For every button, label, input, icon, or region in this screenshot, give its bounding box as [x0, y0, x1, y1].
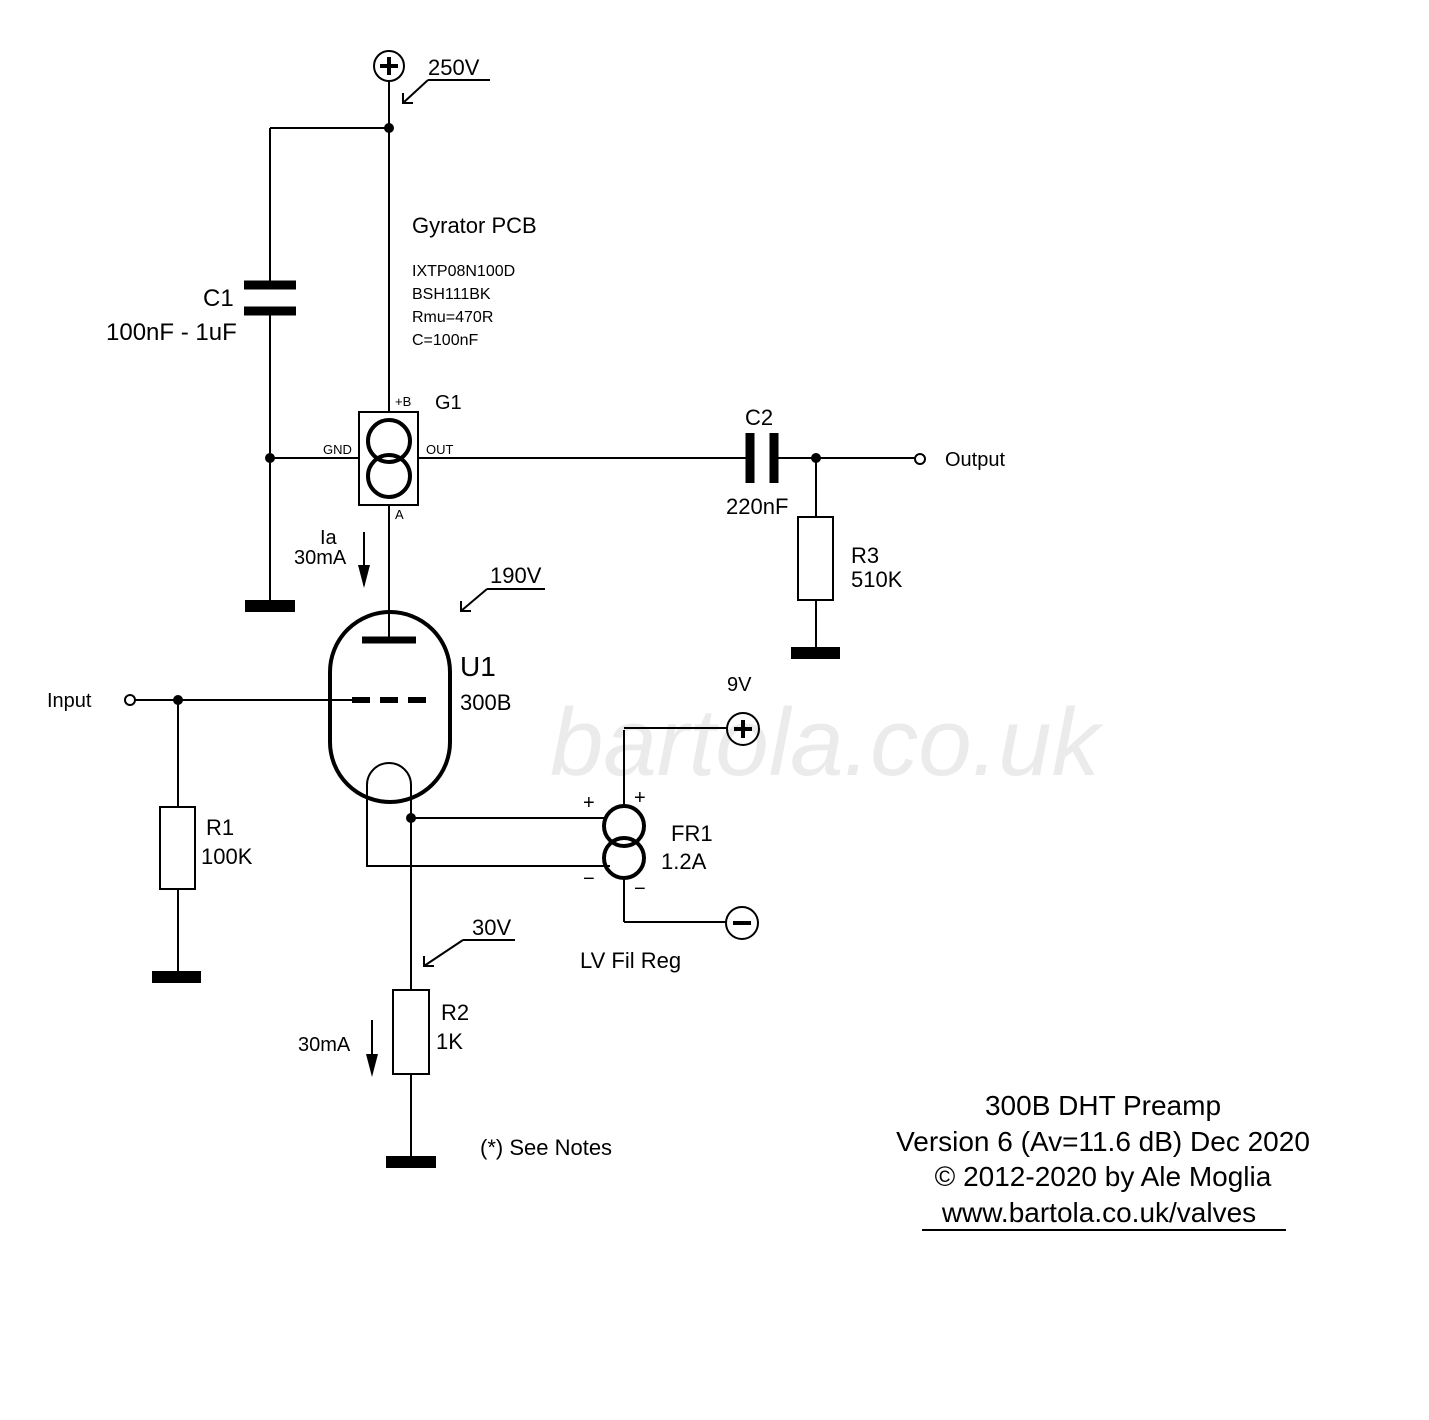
u1-value: 300B — [460, 690, 511, 715]
r2-ref: R2 — [441, 1000, 469, 1025]
fr1-value: 1.2A — [661, 849, 707, 874]
bplus-terminal — [373, 50, 405, 82]
anode-voltage-label: 190V — [490, 563, 542, 588]
credits-title: 300B DHT Preamp — [985, 1090, 1221, 1121]
fr1-regulator — [602, 804, 646, 880]
gyrator-part-4: C=100nF — [412, 332, 478, 349]
filament-voltage-label: 9V — [727, 674, 752, 696]
gyrator-part-3: Rmu=470R — [412, 309, 493, 326]
r3-ref: R3 — [851, 543, 879, 568]
anode-current-arrow — [358, 532, 370, 588]
output-terminal — [914, 453, 926, 465]
input-terminal — [124, 694, 136, 706]
g1-pin-bplus: +B — [395, 394, 411, 409]
gyrator-title: Gyrator PCB — [412, 213, 537, 238]
valve-filament — [366, 762, 412, 786]
c1-capacitor — [244, 280, 296, 316]
r3-resistor — [797, 516, 834, 601]
fr1-plus-right: + — [634, 787, 646, 809]
cathode-current-value: 30mA — [298, 1034, 351, 1056]
u1-ref: U1 — [460, 651, 496, 682]
gyrator-part-2: BSH111BK — [412, 286, 491, 303]
r3-value: 510K — [851, 567, 903, 592]
credits-version: Version 6 (Av=11.6 dB) Dec 2020 — [896, 1126, 1310, 1157]
c2-ref: C2 — [745, 405, 773, 430]
filament-plus-terminal — [726, 712, 760, 746]
gyrator-g1 — [358, 411, 419, 506]
bplus-voltage-label: 250V — [428, 55, 480, 80]
watermark: bartola.co.uk — [550, 689, 1105, 796]
valve-u1-envelope — [328, 610, 452, 804]
output-label: Output — [945, 449, 1005, 471]
g1-pin-gnd: GND — [323, 442, 352, 457]
g1-pin-a: A — [395, 507, 404, 522]
cathode-voltage-pointer — [423, 939, 515, 967]
fr1-plus-left: + — [583, 792, 595, 814]
credits-url: www.bartola.co.uk/valves — [941, 1197, 1256, 1228]
anode-current-label: Ia — [320, 527, 338, 549]
c2-value: 220nF — [726, 494, 788, 519]
bplus-voltage-pointer — [402, 79, 490, 104]
notes-text: (*) See Notes — [480, 1135, 612, 1160]
anode-current-value: 30mA — [294, 547, 347, 569]
r1-ref: R1 — [206, 815, 234, 840]
r1-resistor — [159, 806, 196, 890]
r1-value: 100K — [201, 844, 253, 869]
c1-ref: C1 — [203, 285, 234, 312]
junction-dot — [384, 123, 394, 133]
input-label: Input — [47, 690, 92, 712]
c1-value: 100nF - 1uF — [106, 319, 237, 346]
cathode-current-arrow — [366, 1020, 378, 1077]
g1-pin-out: OUT — [426, 442, 454, 457]
g1-ref: G1 — [435, 392, 462, 414]
fr1-minus-right: − — [634, 878, 646, 900]
fr1-name: LV Fil Reg — [580, 948, 681, 973]
cathode-voltage-label: 30V — [472, 915, 511, 940]
gyrator-part-1: IXTP08N100D — [412, 263, 515, 280]
filament-minus-terminal — [725, 906, 759, 940]
fr1-ref: FR1 — [671, 821, 713, 846]
r2-value: 1K — [436, 1029, 463, 1054]
fr1-minus-left: − — [583, 868, 595, 890]
anode-voltage-pointer — [460, 588, 545, 612]
r2-resistor — [392, 989, 430, 1075]
c2-capacitor — [745, 433, 779, 483]
credits-copyright: © 2012-2020 by Ale Moglia — [935, 1161, 1272, 1192]
